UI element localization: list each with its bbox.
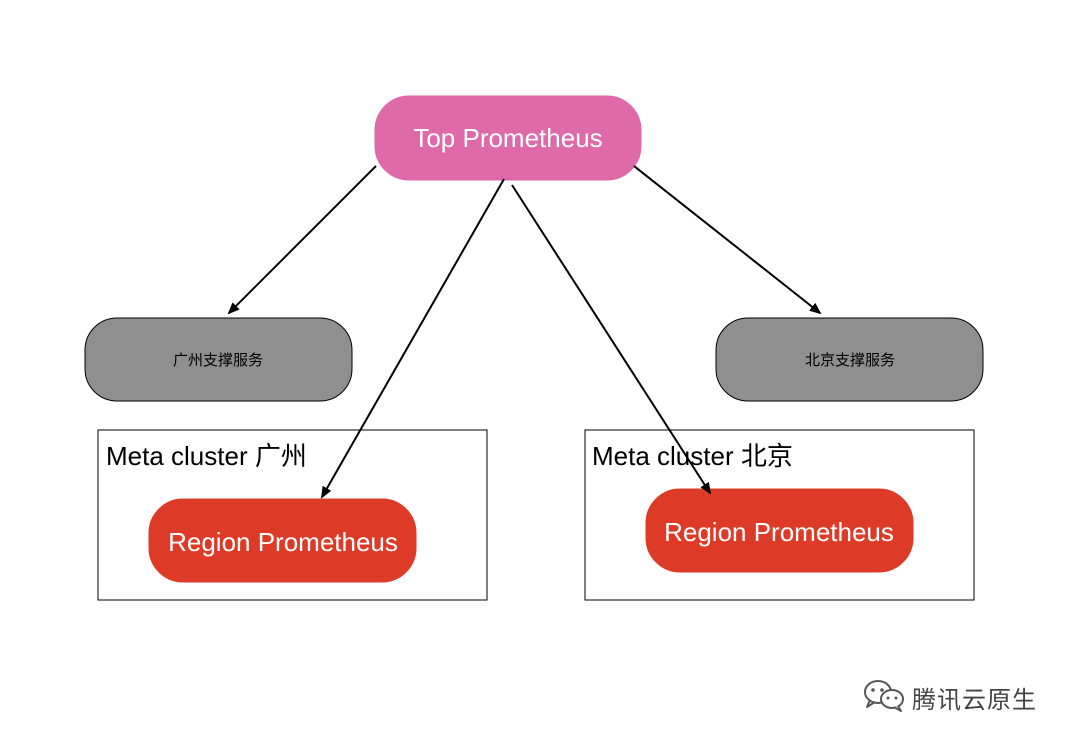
wechat-icon (862, 678, 906, 717)
meta-cluster-guangzhou-box (97, 429, 488, 601)
beijing-support-node (715, 317, 984, 402)
edge-top-to-guangzhou-support (227, 165, 377, 315)
guangzhou-region-prometheus-node (148, 498, 417, 583)
top-prometheus-label: Top Prometheus (413, 123, 602, 153)
beijing-region-prometheus-node (645, 488, 914, 573)
edge-top-to-guangzhou-region (321, 178, 505, 499)
guangzhou-support-label: 广州支撑服务 (173, 352, 263, 369)
edge-top-to-beijing-support (633, 165, 822, 315)
watermark: 腾讯云原生 (862, 677, 1037, 717)
top-prometheus-node (374, 95, 642, 181)
beijing-support-label: 北京支撑服务 (805, 352, 895, 369)
watermark-text: 腾讯云原生 (912, 685, 1037, 714)
guangzhou-support-node (84, 317, 353, 402)
meta-cluster-guangzhou-label: Meta cluster 广州 (106, 441, 307, 471)
guangzhou-region-prometheus-label: Region Prometheus (168, 527, 398, 557)
meta-cluster-beijing-box (584, 429, 975, 601)
edge-top-to-beijing-region (511, 184, 712, 495)
beijing-region-prometheus-label: Region Prometheus (664, 517, 894, 547)
